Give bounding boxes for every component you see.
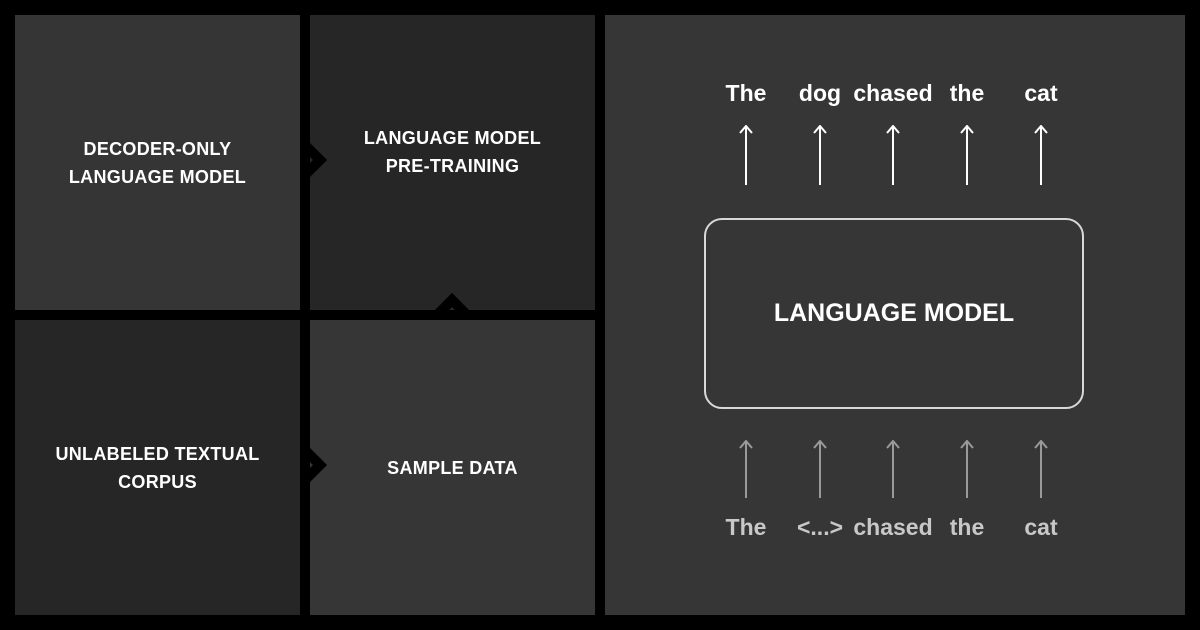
output-token: cat [1024, 80, 1058, 106]
input-token: The [725, 514, 767, 540]
arrow-up-icon [886, 440, 900, 498]
arrow-up-icon [960, 440, 974, 498]
input-token: <...> [796, 514, 844, 540]
sample-data-label: SAMPLE DATA [387, 457, 518, 478]
input-token: chased [853, 514, 933, 540]
pretraining-label: LANGUAGE MODEL PRE-TRAINING [363, 128, 542, 176]
arrow-up-icon [739, 125, 753, 185]
sample-data-panel: SAMPLE DATA [310, 320, 595, 615]
output-token: chased [853, 80, 933, 106]
model-diagram-panel [605, 15, 1185, 615]
arrow-up-icon [960, 125, 974, 185]
chevron-right-icon [300, 320, 328, 615]
arrow-up-icon [886, 125, 900, 185]
language-model-label: LANGUAGE MODEL [773, 299, 1015, 327]
arrow-up-icon [813, 440, 827, 498]
corpus-panel: UNLABELED TEXTUAL CORPUS [15, 320, 300, 615]
corpus-label: UNLABELED TEXTUAL CORPUS [55, 443, 260, 492]
decoder-only-panel: DECODER-ONLY LANGUAGE MODEL [15, 15, 300, 310]
input-token: the [949, 514, 985, 540]
output-token: The [725, 80, 767, 106]
arrow-up-icon [1034, 125, 1048, 185]
arrow-up-icon [739, 440, 753, 498]
output-token: dog [798, 80, 842, 106]
output-token: the [949, 80, 985, 106]
language-model-box: LANGUAGE MODEL [704, 218, 1084, 409]
pretraining-panel: LANGUAGE MODEL PRE-TRAINING [310, 15, 595, 310]
chevron-up-icon [310, 292, 595, 320]
chevron-right-icon [300, 15, 328, 310]
arrow-up-icon [813, 125, 827, 185]
arrow-up-icon [1034, 440, 1048, 498]
input-token: cat [1024, 514, 1058, 540]
decoder-only-label: DECODER-ONLY LANGUAGE MODEL [68, 138, 247, 187]
